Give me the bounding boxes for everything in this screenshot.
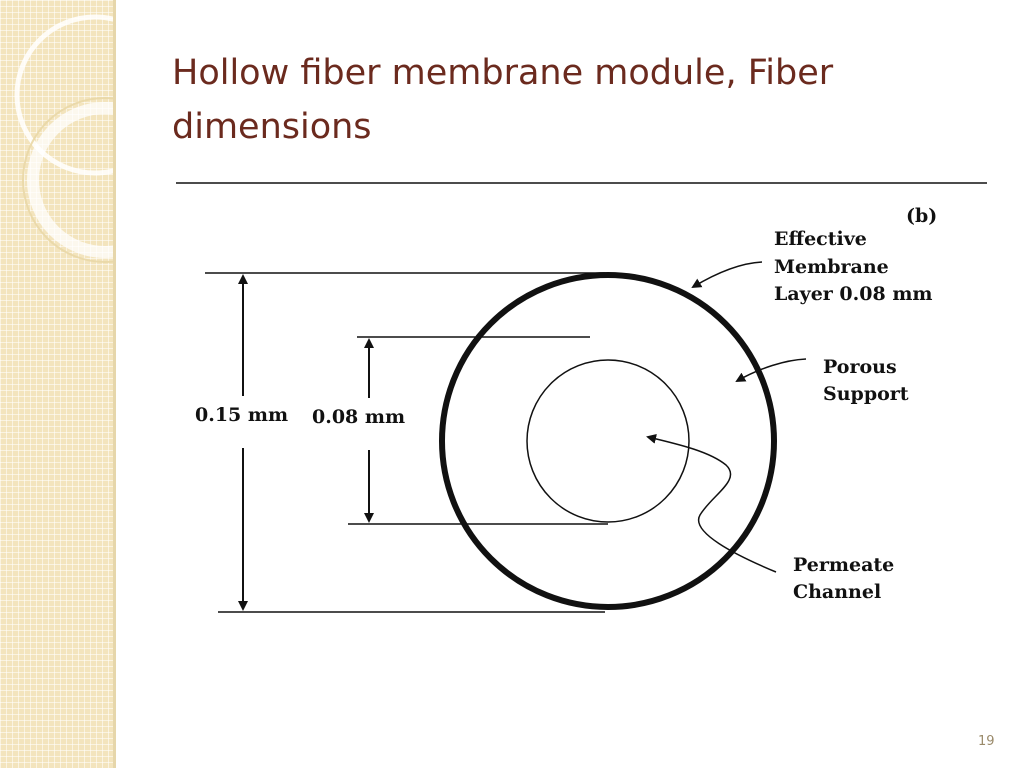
porous-support-label-line1: Porous bbox=[823, 356, 897, 378]
fiber-outer-membrane bbox=[439, 272, 777, 610]
permeate-channel-label-line2: Channel bbox=[793, 581, 881, 603]
panel-label: (b) bbox=[906, 205, 937, 227]
permeate-channel-circle bbox=[526, 359, 690, 523]
outer-dimension-label: 0.15 mm bbox=[195, 404, 288, 426]
effective-membrane-label-line2: Membrane bbox=[774, 256, 889, 278]
decorative-sidebar bbox=[0, 0, 113, 768]
permeate-channel-leader bbox=[646, 433, 777, 573]
slide-title: Hollow fiber membrane module, Fiber dime… bbox=[172, 53, 834, 147]
porous-support-label-line2: Support bbox=[823, 383, 909, 405]
effective-membrane-leader bbox=[691, 261, 763, 289]
sidebar-edge bbox=[113, 0, 116, 768]
page-number: 19 bbox=[978, 734, 995, 749]
effective-membrane-label-line1: Effective bbox=[774, 228, 867, 250]
sidebar-rings-decoration bbox=[14, 14, 113, 263]
inner-dimension-label: 0.08 mm bbox=[312, 406, 405, 428]
effective-membrane-label-line3: Layer 0.08 mm bbox=[774, 283, 933, 305]
permeate-channel-label-line1: Permeate bbox=[793, 554, 894, 576]
porous-support-leader bbox=[735, 358, 807, 382]
